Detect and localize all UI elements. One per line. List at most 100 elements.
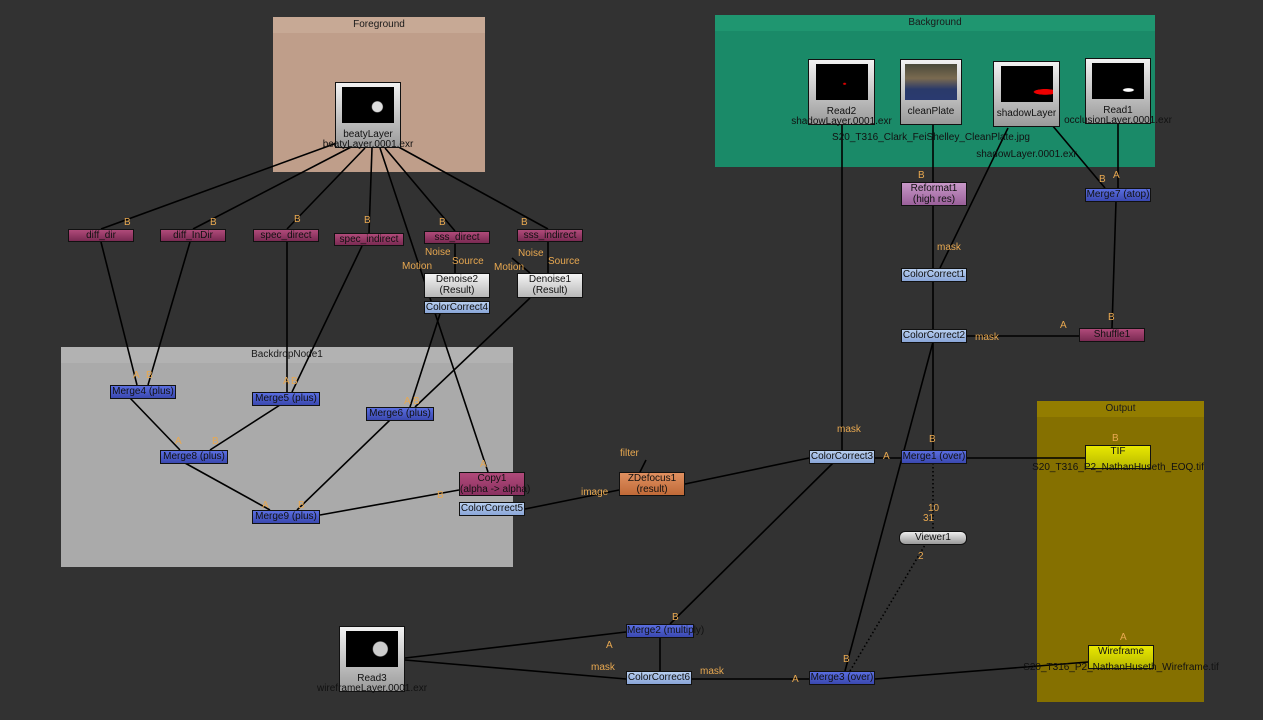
pipe[interactable] <box>319 489 460 516</box>
pipe[interactable] <box>524 489 620 510</box>
node-colorcorrect2[interactable]: ColorCorrect2 <box>901 329 967 343</box>
pipe[interactable] <box>939 127 1009 269</box>
node-label: diff_dir <box>86 230 116 241</box>
pipe[interactable] <box>404 631 627 659</box>
node-label: ColorCorrect3 <box>810 451 874 462</box>
input-label: A <box>283 376 290 387</box>
node-merge8[interactable]: Merge8 (plus) <box>160 450 228 464</box>
pipe[interactable] <box>184 462 271 511</box>
backdrop-title: Background <box>715 15 1155 31</box>
pipe[interactable] <box>129 397 181 451</box>
node-label: spec_direct <box>260 230 312 241</box>
node-label: Read1 <box>1103 105 1133 116</box>
node-merge2[interactable]: Merge2 (multiply) <box>626 624 704 638</box>
node-sublabel: (alpha -> alpha) <box>460 484 531 495</box>
node-shuffle1[interactable]: Shuffle1 <box>1079 328 1145 342</box>
pipe[interactable] <box>639 459 647 473</box>
pipe[interactable] <box>394 144 549 230</box>
input-label: Motion <box>402 261 433 272</box>
node-label: cleanPlate <box>907 106 955 117</box>
node-label: Reformat1 <box>910 183 958 194</box>
pipe[interactable] <box>192 144 356 230</box>
input-label: B <box>1112 433 1119 444</box>
input-label: Source <box>452 256 484 267</box>
input-label: A <box>883 451 890 462</box>
node-merge3[interactable]: Merge3 (over) <box>809 671 875 685</box>
input-label: mask <box>937 242 961 253</box>
node-sublabel: shadowLayer.0001.exr <box>791 116 892 127</box>
input-label: Noise <box>518 248 544 259</box>
node-label: spec_indirect <box>339 234 399 245</box>
node-merge9[interactable]: Merge9 (plus) <box>252 510 320 524</box>
node-merge1[interactable]: Merge1 (over) <box>901 450 967 464</box>
node-label: TIF <box>1110 446 1126 457</box>
node-colorcorrect5[interactable]: ColorCorrect5 <box>459 502 525 516</box>
node-label: sss_indirect <box>523 230 577 241</box>
pipe[interactable] <box>147 241 191 386</box>
thumbnail-image <box>815 64 868 100</box>
node-zdefocus1[interactable]: ZDefocus1(result) <box>619 472 685 496</box>
node-colorcorrect6[interactable]: ColorCorrect6 <box>626 671 692 685</box>
input-label: B <box>437 490 444 501</box>
node-sss_direct[interactable]: sss_direct <box>424 231 490 244</box>
input-label: A <box>792 674 799 685</box>
node-colorcorrect4[interactable]: ColorCorrect4 <box>424 301 490 314</box>
pipe[interactable] <box>1051 124 1106 189</box>
node-merge7[interactable]: Merge7 (atop) <box>1085 188 1151 202</box>
node-denoise1[interactable]: Denoise1(Result) <box>517 273 583 298</box>
pipe[interactable] <box>1111 200 1117 329</box>
node-label: ColorCorrect6 <box>627 672 691 683</box>
node-label: Read2 <box>826 106 857 117</box>
input-label: A <box>1120 632 1127 643</box>
node-spec_direct[interactable]: spec_direct <box>253 229 319 242</box>
pipe[interactable] <box>409 313 441 408</box>
pipe[interactable] <box>669 462 834 625</box>
node-viewer1[interactable]: Viewer1 <box>899 531 967 545</box>
pipe[interactable] <box>844 341 934 672</box>
node-colorcorrect3[interactable]: ColorCorrect3 <box>809 450 875 464</box>
input-label: A <box>133 370 140 381</box>
input-label: B <box>212 436 219 447</box>
pipe[interactable] <box>684 457 810 485</box>
pipe[interactable] <box>296 419 391 511</box>
input-label: Noise <box>425 247 451 258</box>
node-label: Merge3 (over) <box>810 672 874 683</box>
pipe[interactable] <box>100 241 138 386</box>
pipe[interactable] <box>404 659 627 680</box>
node-reformat1[interactable]: Reformat1(high res) <box>901 182 967 206</box>
pipe[interactable] <box>414 297 531 408</box>
node-merge6[interactable]: Merge6 (plus) <box>366 407 434 421</box>
pipe[interactable] <box>286 147 366 230</box>
node-copy1[interactable]: Copy1(alpha -> alpha) <box>459 472 531 496</box>
pipe[interactable] <box>209 404 281 451</box>
node-diff_indir[interactable]: diff_InDir <box>160 229 226 242</box>
pipe[interactable] <box>368 147 373 234</box>
node-label: Shuffle1 <box>1093 329 1131 340</box>
node-merge5[interactable]: Merge5 (plus) <box>252 392 320 406</box>
pipe[interactable] <box>874 661 1089 680</box>
pipe[interactable] <box>511 257 531 274</box>
node-label: diff_InDir <box>173 230 213 241</box>
input-label: B <box>124 217 131 228</box>
node-sss_indirect[interactable]: sss_indirect <box>517 229 583 242</box>
input-label: B <box>439 217 446 228</box>
pipe[interactable] <box>384 147 456 232</box>
node-label: Denoise1 <box>528 274 572 285</box>
node-spec_indirect[interactable]: spec_indirect <box>334 233 404 246</box>
pipe[interactable] <box>291 245 363 393</box>
node-denoise2[interactable]: Denoise2(Result) <box>424 273 490 298</box>
node-diff_dir[interactable]: diff_dir <box>68 229 134 242</box>
node-merge4[interactable]: Merge4 (plus) <box>110 385 176 399</box>
pipe[interactable] <box>849 544 926 672</box>
pipe[interactable] <box>100 139 346 230</box>
node-colorcorrect1[interactable]: ColorCorrect1 <box>901 268 967 282</box>
node-label: ColorCorrect4 <box>425 302 489 313</box>
